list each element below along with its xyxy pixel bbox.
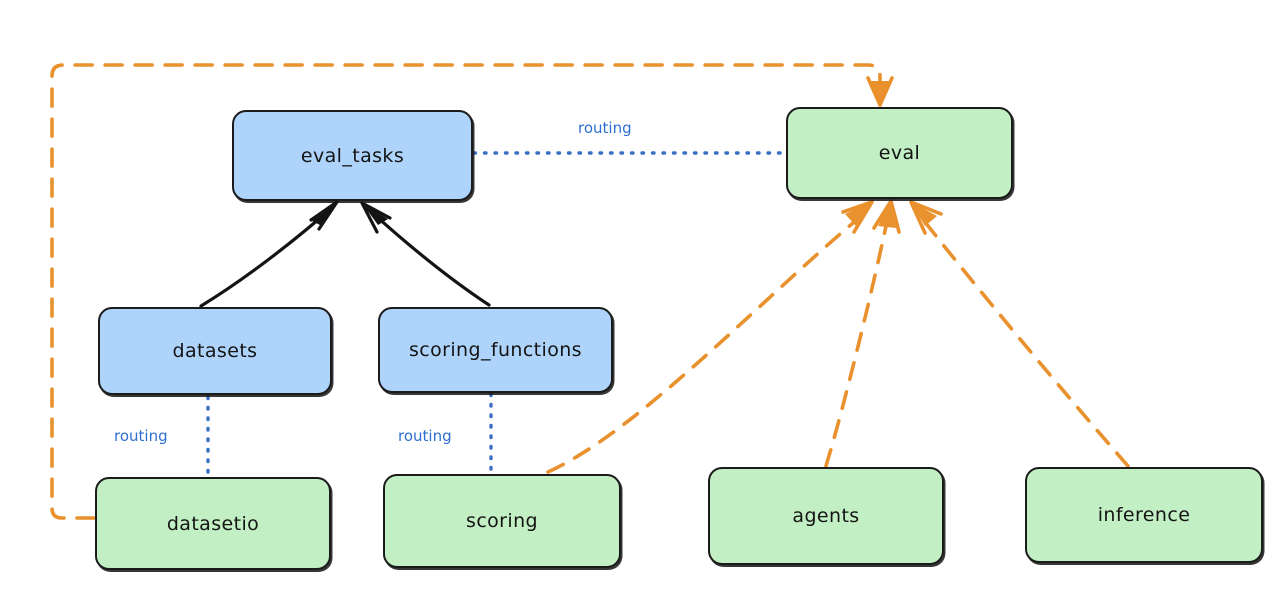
node-label-eval-tasks: eval_tasks — [300, 144, 405, 167]
node-inference[interactable]: inference — [1025, 467, 1263, 563]
node-label-datasets: datasets — [172, 340, 258, 362]
edge-scoring-functions-to-eval-tasks — [360, 201, 491, 307]
node-label-datasetio: datasetio — [166, 512, 260, 535]
edge-label-routing-scoring-functions-scoring: routing — [398, 427, 452, 445]
edge-datasets-to-eval-tasks — [199, 200, 339, 308]
node-label-scoring-functions: scoring_functions — [409, 339, 582, 361]
node-eval-tasks[interactable]: eval_tasks — [232, 110, 473, 201]
node-scoring-functions[interactable]: scoring_functions — [378, 307, 613, 393]
node-scoring[interactable]: scoring — [383, 474, 621, 568]
node-label-eval: eval — [878, 142, 921, 164]
edge-datasetio-to-eval — [50, 63, 894, 520]
node-eval[interactable]: eval — [786, 107, 1013, 199]
edge-agents-to-eval — [824, 199, 901, 468]
node-datasetio[interactable]: datasetio — [95, 477, 331, 570]
edge-inference-to-eval — [909, 200, 1130, 468]
edge-scoring-to-eval — [546, 200, 874, 474]
node-label-agents: agents — [792, 505, 860, 527]
edge-label-routing-datasets-datasetio: routing — [114, 427, 168, 445]
node-label-scoring: scoring — [466, 510, 538, 532]
edge-label-routing-eval-tasks-eval: routing — [578, 119, 632, 137]
node-label-inference: inference — [1097, 504, 1191, 526]
node-datasets[interactable]: datasets — [98, 307, 332, 395]
node-agents[interactable]: agents — [708, 467, 944, 565]
